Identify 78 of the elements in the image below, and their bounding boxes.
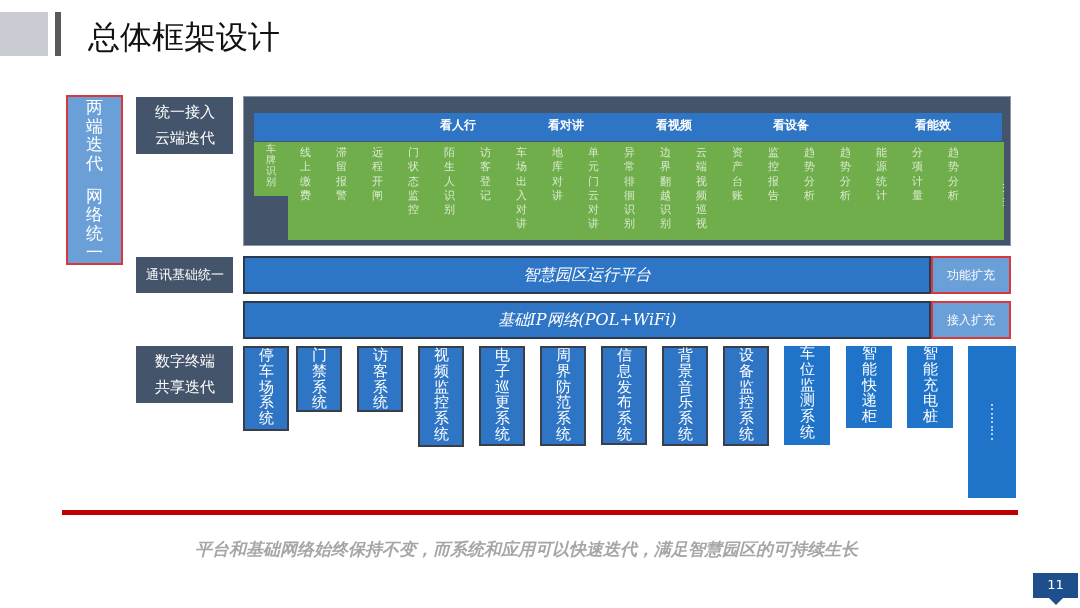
system-box [846,346,892,428]
system-label: 周界防范系统 [555,348,571,443]
layer-label: 数字终端 [154,351,215,371]
application-label: 监控报告 [767,146,779,204]
extension-box [931,301,1011,339]
system-label: 设备监控系统 [738,348,754,443]
application-chip [254,142,288,196]
application-label: 车场出入对讲 [515,146,527,232]
category-band [254,113,1002,141]
system-box [907,346,953,428]
layer-label: 共享迭代 [154,378,215,398]
application-label: 异常徘徊识别 [623,146,635,232]
application-label: 线上缴费 [299,146,311,204]
system-label: 电子巡更系统 [494,348,510,443]
application-band [288,142,1004,240]
platform-bar [243,256,931,294]
system-label: 背景音乐系统 [677,348,693,443]
application-label: 边界翻越识别 [659,146,671,232]
layer-label-box [136,257,233,293]
application-label: 陌生人识别 [443,146,455,218]
system-label: 智能快递柜 [861,346,877,425]
vertical-label: 网络统一 [86,186,103,262]
more-systems-box [968,346,1016,498]
application-label: 单元门云对讲 [587,146,599,232]
footnote: 平台和基础网络始终保持不变，而系统和应用可以快速迭代，满足智慧园区的可持续生长 [195,538,860,561]
application-label: 趋势分析 [947,146,959,204]
ellipsis-mark: ⋮⋮⋮ [986,403,998,441]
system-label: 门禁系统 [311,348,327,411]
system-label: 停车场系统 [258,348,274,427]
system-box [357,346,403,412]
system-label: 视频监控系统 [433,348,449,443]
system-box [243,346,289,431]
application-label: 滞留报警 [335,146,347,204]
application-label: 趋势分析 [839,146,851,204]
application-label: ⋮⋮ [997,182,1009,211]
system-label: 访客系统 [372,348,388,411]
application-label: 车牌识别 [266,143,276,187]
application-label: 地库对讲 [551,146,563,204]
extension-label: 接入扩充 [947,311,995,329]
category-label: 看设备 [773,117,809,134]
application-label: 能源统计 [875,146,887,204]
system-box [723,346,769,446]
category-label: 看视频 [656,117,692,134]
system-label: 信息发布系统 [616,348,632,443]
extension-label: 功能扩充 [947,266,995,284]
application-label: 资产台账 [731,146,743,204]
platform-bar [243,301,931,339]
system-label: 车位监测系统 [799,346,815,441]
layer-label: 云端迭代 [154,129,215,149]
category-label: 看对讲 [548,117,584,134]
system-box [540,346,586,446]
system-box [479,346,525,446]
layer-label-box [136,97,233,154]
system-label: 智能充电桩 [922,346,938,425]
platform-label: 基础IP网络(POL+WiFi) [497,309,677,331]
system-box [418,346,464,447]
application-label: 云端视频巡视 [695,146,707,232]
application-label: 远程开闸 [371,146,383,204]
layer-label: 通讯基础统一 [145,266,224,284]
platform-label: 智慧园区运行平台 [523,264,651,286]
layer-label: 统一接入 [154,102,215,122]
vertical-label: 两端迭代 [86,98,103,173]
slide-title: 总体框架设计 [88,17,280,58]
application-label: 访客登记 [479,146,491,204]
layer-label-box [136,346,233,403]
system-box [784,346,830,445]
category-label: 看能效 [915,117,951,134]
side-label-box [66,95,123,265]
extension-box [931,256,1011,294]
application-label: 分项计量 [911,146,923,204]
page-number: 11 [1046,577,1065,592]
application-panel [243,96,1011,246]
application-label: 门状态监控 [407,146,419,218]
system-box [296,346,342,412]
system-box [601,346,647,445]
category-label: 看人行 [440,117,476,134]
system-box [662,346,708,446]
application-label: 趋势分析 [803,146,815,204]
